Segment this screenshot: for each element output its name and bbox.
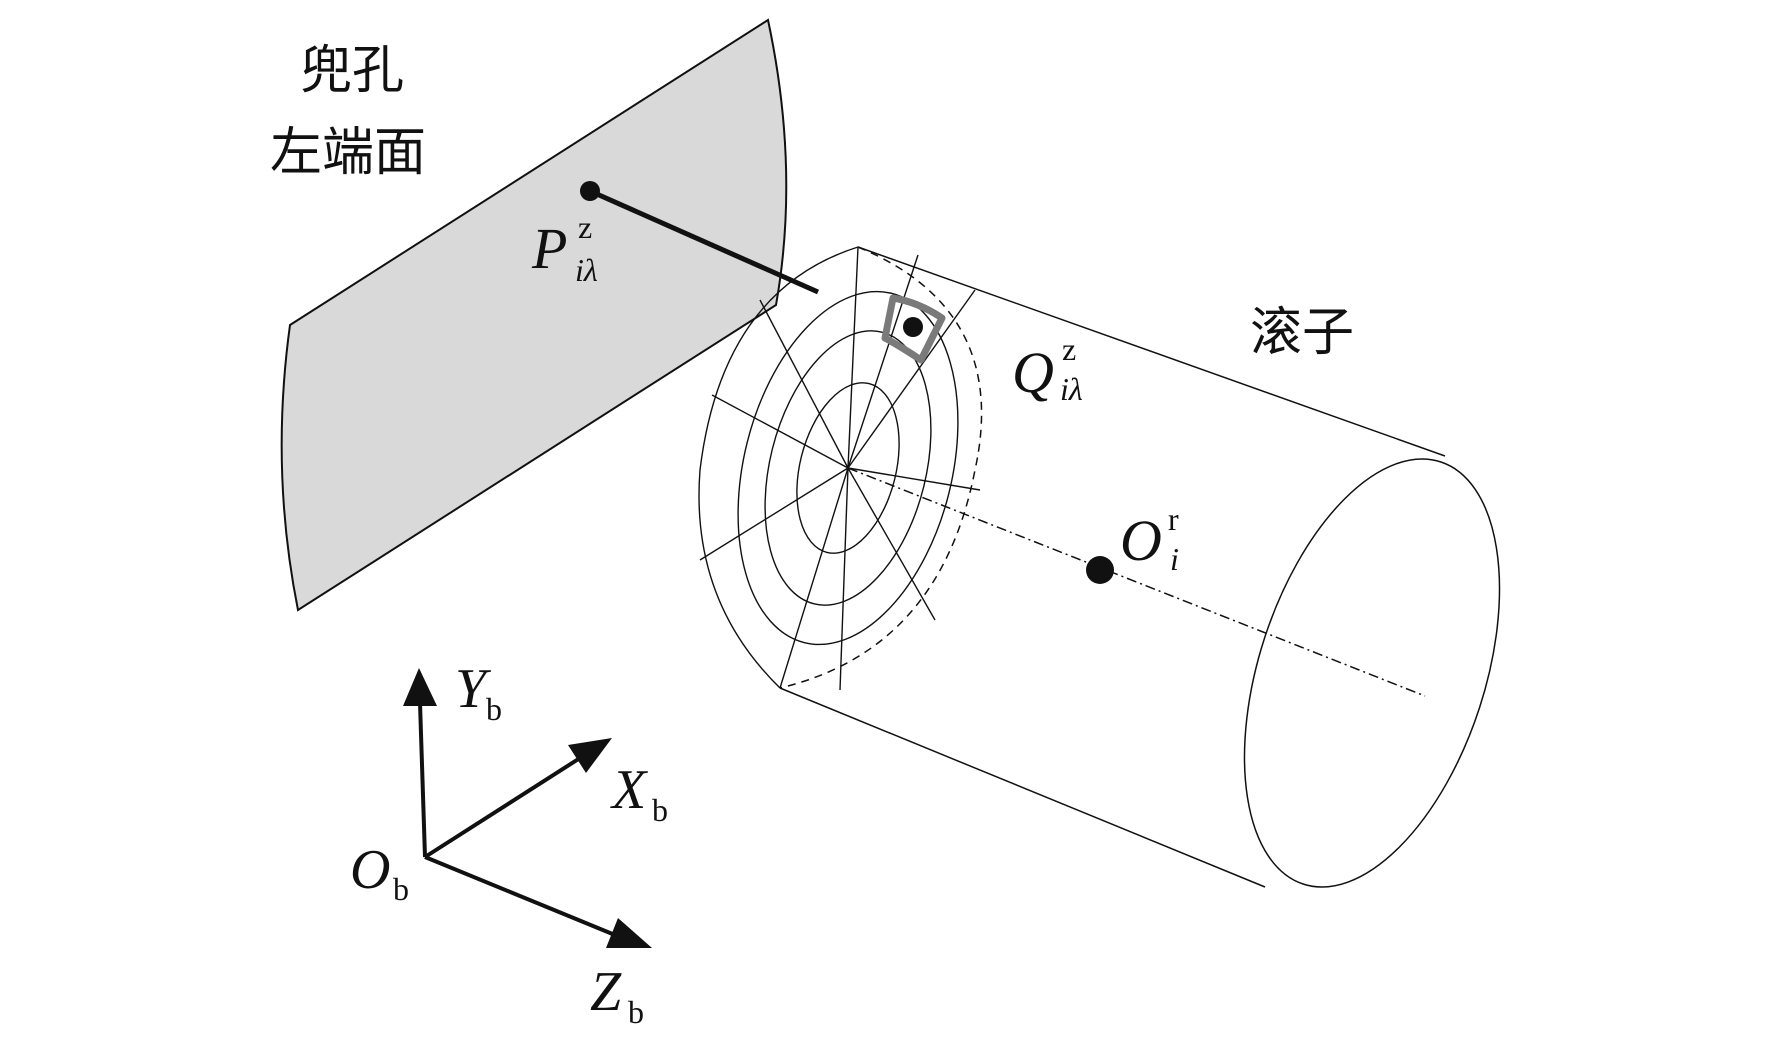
contact-line: [588, 188, 820, 295]
label-y-sub: b: [486, 691, 502, 727]
pocket-label-line1: 兜孔: [300, 41, 404, 101]
label-o-base: O: [1120, 508, 1162, 573]
roller-bottom-line: [779, 687, 1266, 888]
grid-radial-6: [699, 467, 849, 561]
label-q: Q z iλ: [1012, 331, 1083, 407]
grid-ring-3: [737, 290, 959, 646]
point-o-roller: [1086, 556, 1114, 584]
label-axis-x: X b: [610, 759, 668, 828]
grid-radial-2: [779, 467, 849, 689]
roller-axis: [847, 467, 1426, 697]
grid-ring-2: [764, 330, 932, 606]
label-z-base: Z: [590, 961, 622, 1023]
label-origin-sub: b: [393, 871, 409, 907]
label-p-sup: z: [578, 209, 592, 245]
grid-radial-9: [839, 467, 849, 691]
label-y-base: Y: [455, 658, 492, 720]
label-q-sub: iλ: [1060, 371, 1083, 407]
axis-x-arrow: [568, 738, 612, 773]
grid-radial-7: [711, 394, 849, 469]
label-origin: O b: [350, 839, 409, 907]
label-axis-y: Y b: [455, 658, 502, 727]
axis-z-arrow: [606, 918, 652, 948]
label-z-sub: b: [628, 994, 644, 1030]
axis-x-line: [423, 756, 582, 859]
point-p: [580, 181, 600, 201]
label-origin-base: O: [350, 839, 390, 901]
label-x-base: X: [610, 759, 649, 821]
label-axis-z: Z b: [590, 961, 644, 1030]
label-p: P z iλ: [531, 209, 598, 288]
axis-y-line: [418, 702, 427, 858]
end-face-grid: [698, 246, 981, 691]
label-x-sub: b: [652, 792, 668, 828]
label-o-sub: i: [1170, 541, 1179, 577]
axis-z-line: [424, 855, 616, 937]
grid-radial-10: [847, 467, 936, 621]
pocket-end-face: [280, 18, 788, 612]
grid-ring-outer: [698, 246, 859, 689]
label-p-sub: iλ: [575, 252, 598, 288]
roller-label: 滚子: [1250, 303, 1354, 363]
roller-far-end: [1243, 458, 1501, 888]
grid-radial-3: [847, 254, 919, 469]
label-o-sup: r: [1168, 501, 1179, 537]
coordinate-axes: [403, 668, 652, 948]
label-q-base: Q: [1012, 340, 1054, 405]
roller-top-line: [857, 246, 1446, 457]
label-q-sup: z: [1062, 331, 1076, 367]
label-o-roller: O r i: [1120, 501, 1179, 577]
grid-radial-1: [847, 246, 859, 469]
point-q: [903, 317, 923, 337]
grid-radial-4: [847, 289, 976, 469]
grid-radial-5: [847, 467, 981, 491]
grid-radial-8: [759, 299, 849, 469]
grid-ring-1: [796, 382, 900, 554]
axis-y-arrow: [403, 668, 437, 706]
label-p-base: P: [531, 216, 567, 281]
roller-near-end-hidden: [779, 246, 983, 689]
pocket-label-line2: 左端面: [270, 123, 426, 183]
contact-cell-highlight: [881, 294, 946, 364]
